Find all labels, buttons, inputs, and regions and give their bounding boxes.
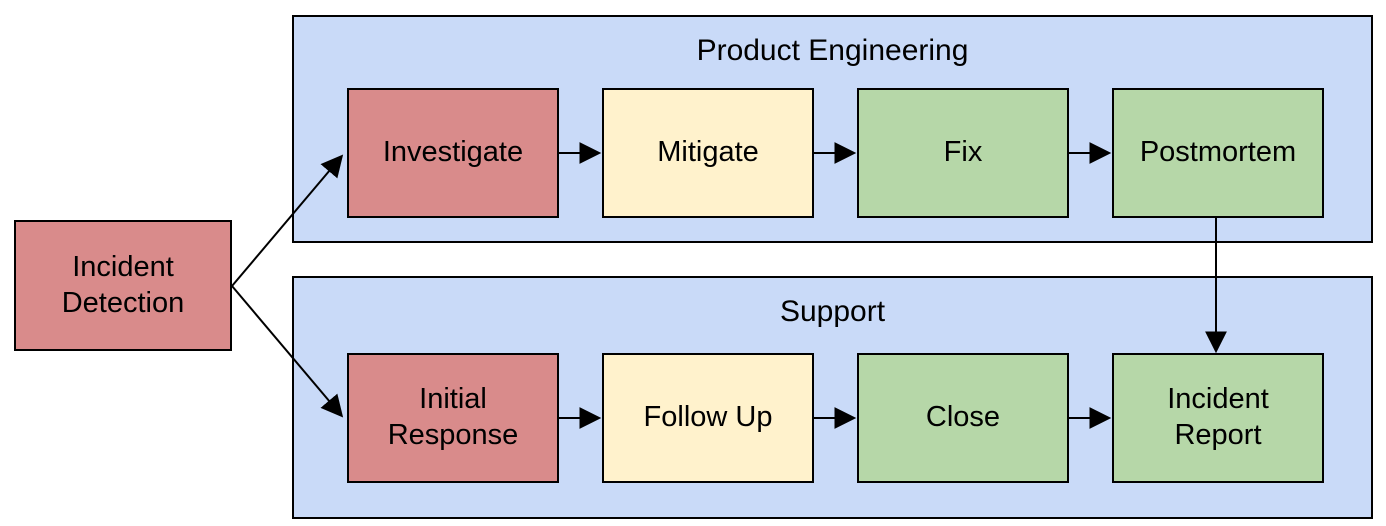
node-label: Initial Response	[387, 383, 519, 451]
lane-title-product-engineering: Product Engineering	[696, 34, 969, 67]
node-postmortem: Postmortem	[1112, 88, 1324, 218]
node-incident-detection: Incident Detection	[14, 220, 232, 351]
node-fix: Fix	[857, 88, 1069, 218]
node-close: Close	[857, 353, 1069, 483]
lane-support: Support Initial Response Follow Up Close…	[292, 276, 1373, 519]
node-investigate: Investigate	[347, 88, 559, 218]
node-label: Incident Report	[1167, 383, 1269, 451]
node-label: Postmortem	[1139, 136, 1297, 169]
node-follow-up: Follow Up	[602, 353, 814, 483]
node-label: Mitigate	[657, 136, 759, 169]
node-label: Investigate	[382, 136, 524, 169]
node-mitigate: Mitigate	[602, 88, 814, 218]
node-label: Fix	[943, 136, 983, 169]
lane-product-engineering: Product Engineering Investigate Mitigate…	[292, 15, 1373, 243]
node-label: Incident Detection	[61, 250, 185, 319]
node-incident-report: Incident Report	[1112, 353, 1324, 483]
node-initial-response: Initial Response	[347, 353, 559, 483]
node-label: Follow Up	[643, 401, 773, 434]
lane-title-support: Support	[779, 295, 886, 328]
node-label: Close	[925, 401, 1001, 434]
